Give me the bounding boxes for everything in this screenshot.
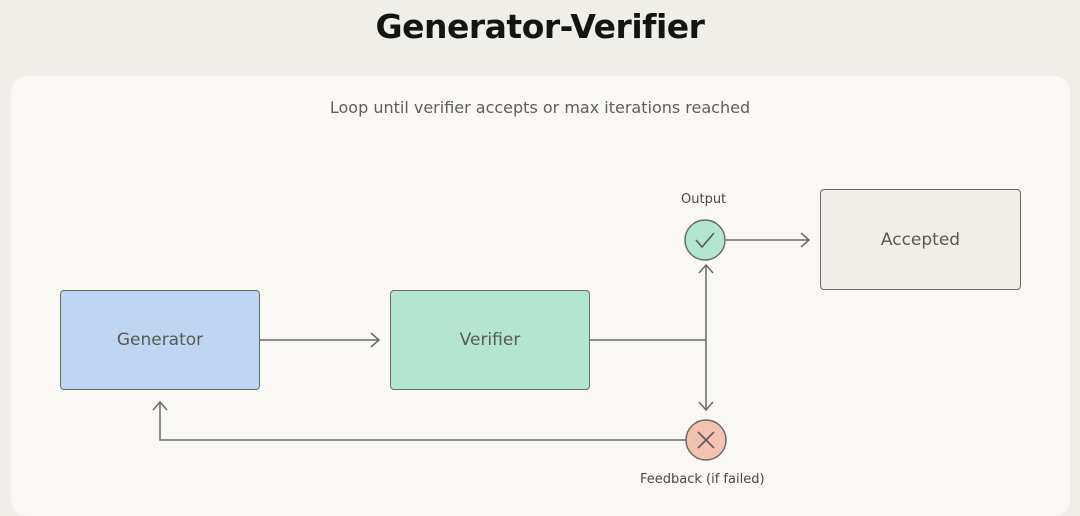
generator-label: Generator: [116, 330, 204, 350]
edge-output-to-accepted: [726, 232, 811, 248]
feedback-label: Feedback (if failed): [640, 472, 765, 487]
verifier-label: Verifier: [459, 330, 521, 350]
accepted-node: Accepted: [820, 189, 1021, 290]
edge-junction-to-output: [698, 263, 714, 340]
diagram-connectors: [152, 219, 811, 461]
x-icon: [685, 419, 727, 461]
generator-node: Generator: [60, 290, 260, 390]
check-icon: [684, 219, 726, 261]
edge-generator-to-verifier: [260, 332, 381, 348]
accepted-label: Accepted: [880, 229, 961, 250]
edge-junction-to-feedback: [698, 340, 714, 412]
output-label: Output: [681, 192, 727, 207]
diagram-title: Generator-Verifier: [375, 7, 705, 46]
edge-feedback-to-generator: [152, 400, 686, 441]
verifier-node: Verifier: [390, 290, 590, 390]
diagram-subtitle: Loop until verifier accepts or max itera…: [329, 98, 751, 117]
